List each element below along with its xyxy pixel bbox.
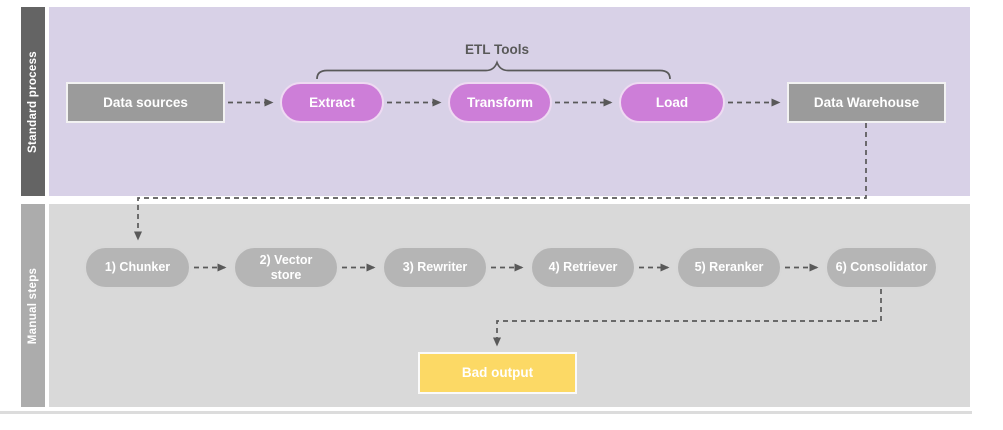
etl-tools-label: ETL Tools [465,42,529,57]
lane-label-manual-steps: Manual steps [21,204,45,407]
node-bad-output-label: Bad output [461,365,534,381]
lane-label-standard-process: Standard process [21,7,45,196]
lane-label-standard-process-text: Standard process [27,50,40,153]
node-load-label: Load [655,94,689,110]
node-reranker-label: 5) Reranker [694,260,764,275]
node-reranker: 5) Reranker [676,246,782,289]
lane-label-manual-steps-text: Manual steps [27,267,40,344]
node-retriever-label: 4) Retriever [548,260,618,275]
node-rewriter-label: 3) Rewriter [402,260,468,275]
node-consolidator-label: 6) Consolidator [835,260,928,275]
node-retriever: 4) Retriever [530,246,636,289]
node-rewriter: 3) Rewriter [382,246,488,289]
page-bottom-divider [0,411,972,414]
node-data-warehouse-label: Data Warehouse [813,94,920,110]
node-data-sources: Data sources [66,82,225,123]
node-load: Load [619,82,725,123]
node-extract-label: Extract [309,94,355,110]
node-transform-label: Transform [466,94,534,110]
node-vector-store-label: 2) Vector store [259,253,313,282]
node-data-sources-label: Data sources [103,94,188,110]
node-chunker: 1) Chunker [84,246,191,289]
node-vector-store: 2) Vector store [233,246,339,289]
node-data-warehouse: Data Warehouse [787,82,946,123]
node-bad-output: Bad output [418,352,577,394]
node-transform: Transform [448,82,552,123]
node-chunker-label: 1) Chunker [104,260,171,275]
node-consolidator: 6) Consolidator [825,246,938,289]
node-extract: Extract [280,82,384,123]
